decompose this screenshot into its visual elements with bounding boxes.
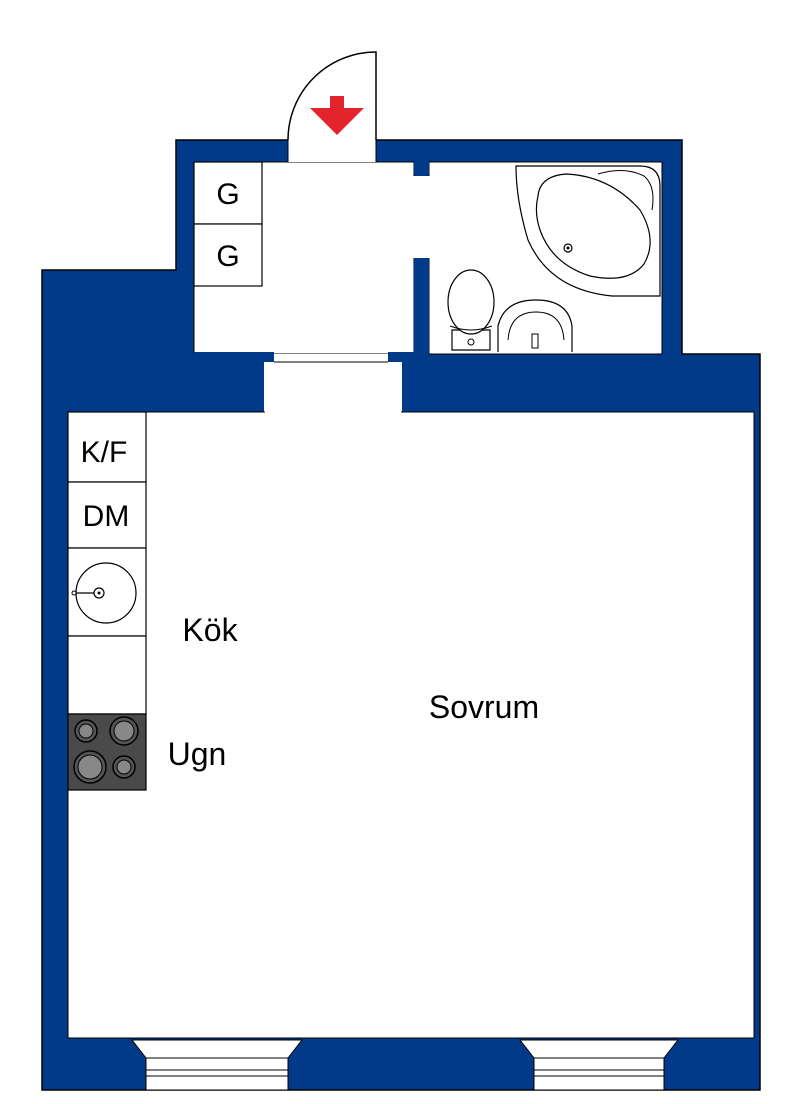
oven-label: Ugn: [168, 736, 227, 772]
toilet-icon: [447, 269, 495, 351]
bedroom-label: Sovrum: [429, 689, 539, 725]
wardrobe-1-label: G: [216, 178, 239, 211]
red-down-arrow-icon: [310, 96, 364, 135]
four-burner-stove-icon: [67, 713, 147, 791]
dishwasher-unit: [67, 481, 147, 549]
wardrobe-1: [193, 161, 263, 225]
bedroom-door-opening: [265, 400, 401, 414]
dishwasher-label: DM: [83, 500, 130, 533]
corner-bathtub-icon: [515, 165, 661, 297]
counter-unit: [67, 635, 147, 715]
washbasin-icon: [497, 299, 573, 352]
wardrobe-2-label: G: [216, 240, 239, 273]
wall-stub: [414, 162, 429, 174]
entrance-opening: [288, 140, 376, 162]
wall-stub: [388, 352, 414, 362]
wall-stub: [194, 352, 274, 362]
wardrobe-2: [193, 223, 263, 287]
window-icon: [518, 1039, 680, 1091]
window-icon: [130, 1039, 304, 1091]
kitchen-label: Kök: [182, 612, 238, 648]
round-sink-icon: [71, 562, 137, 624]
main-room: [67, 411, 755, 1039]
fridge-freezer-label: K/F: [81, 436, 128, 469]
wall-stub: [414, 258, 429, 354]
bathroom-door-opening: [412, 176, 431, 258]
